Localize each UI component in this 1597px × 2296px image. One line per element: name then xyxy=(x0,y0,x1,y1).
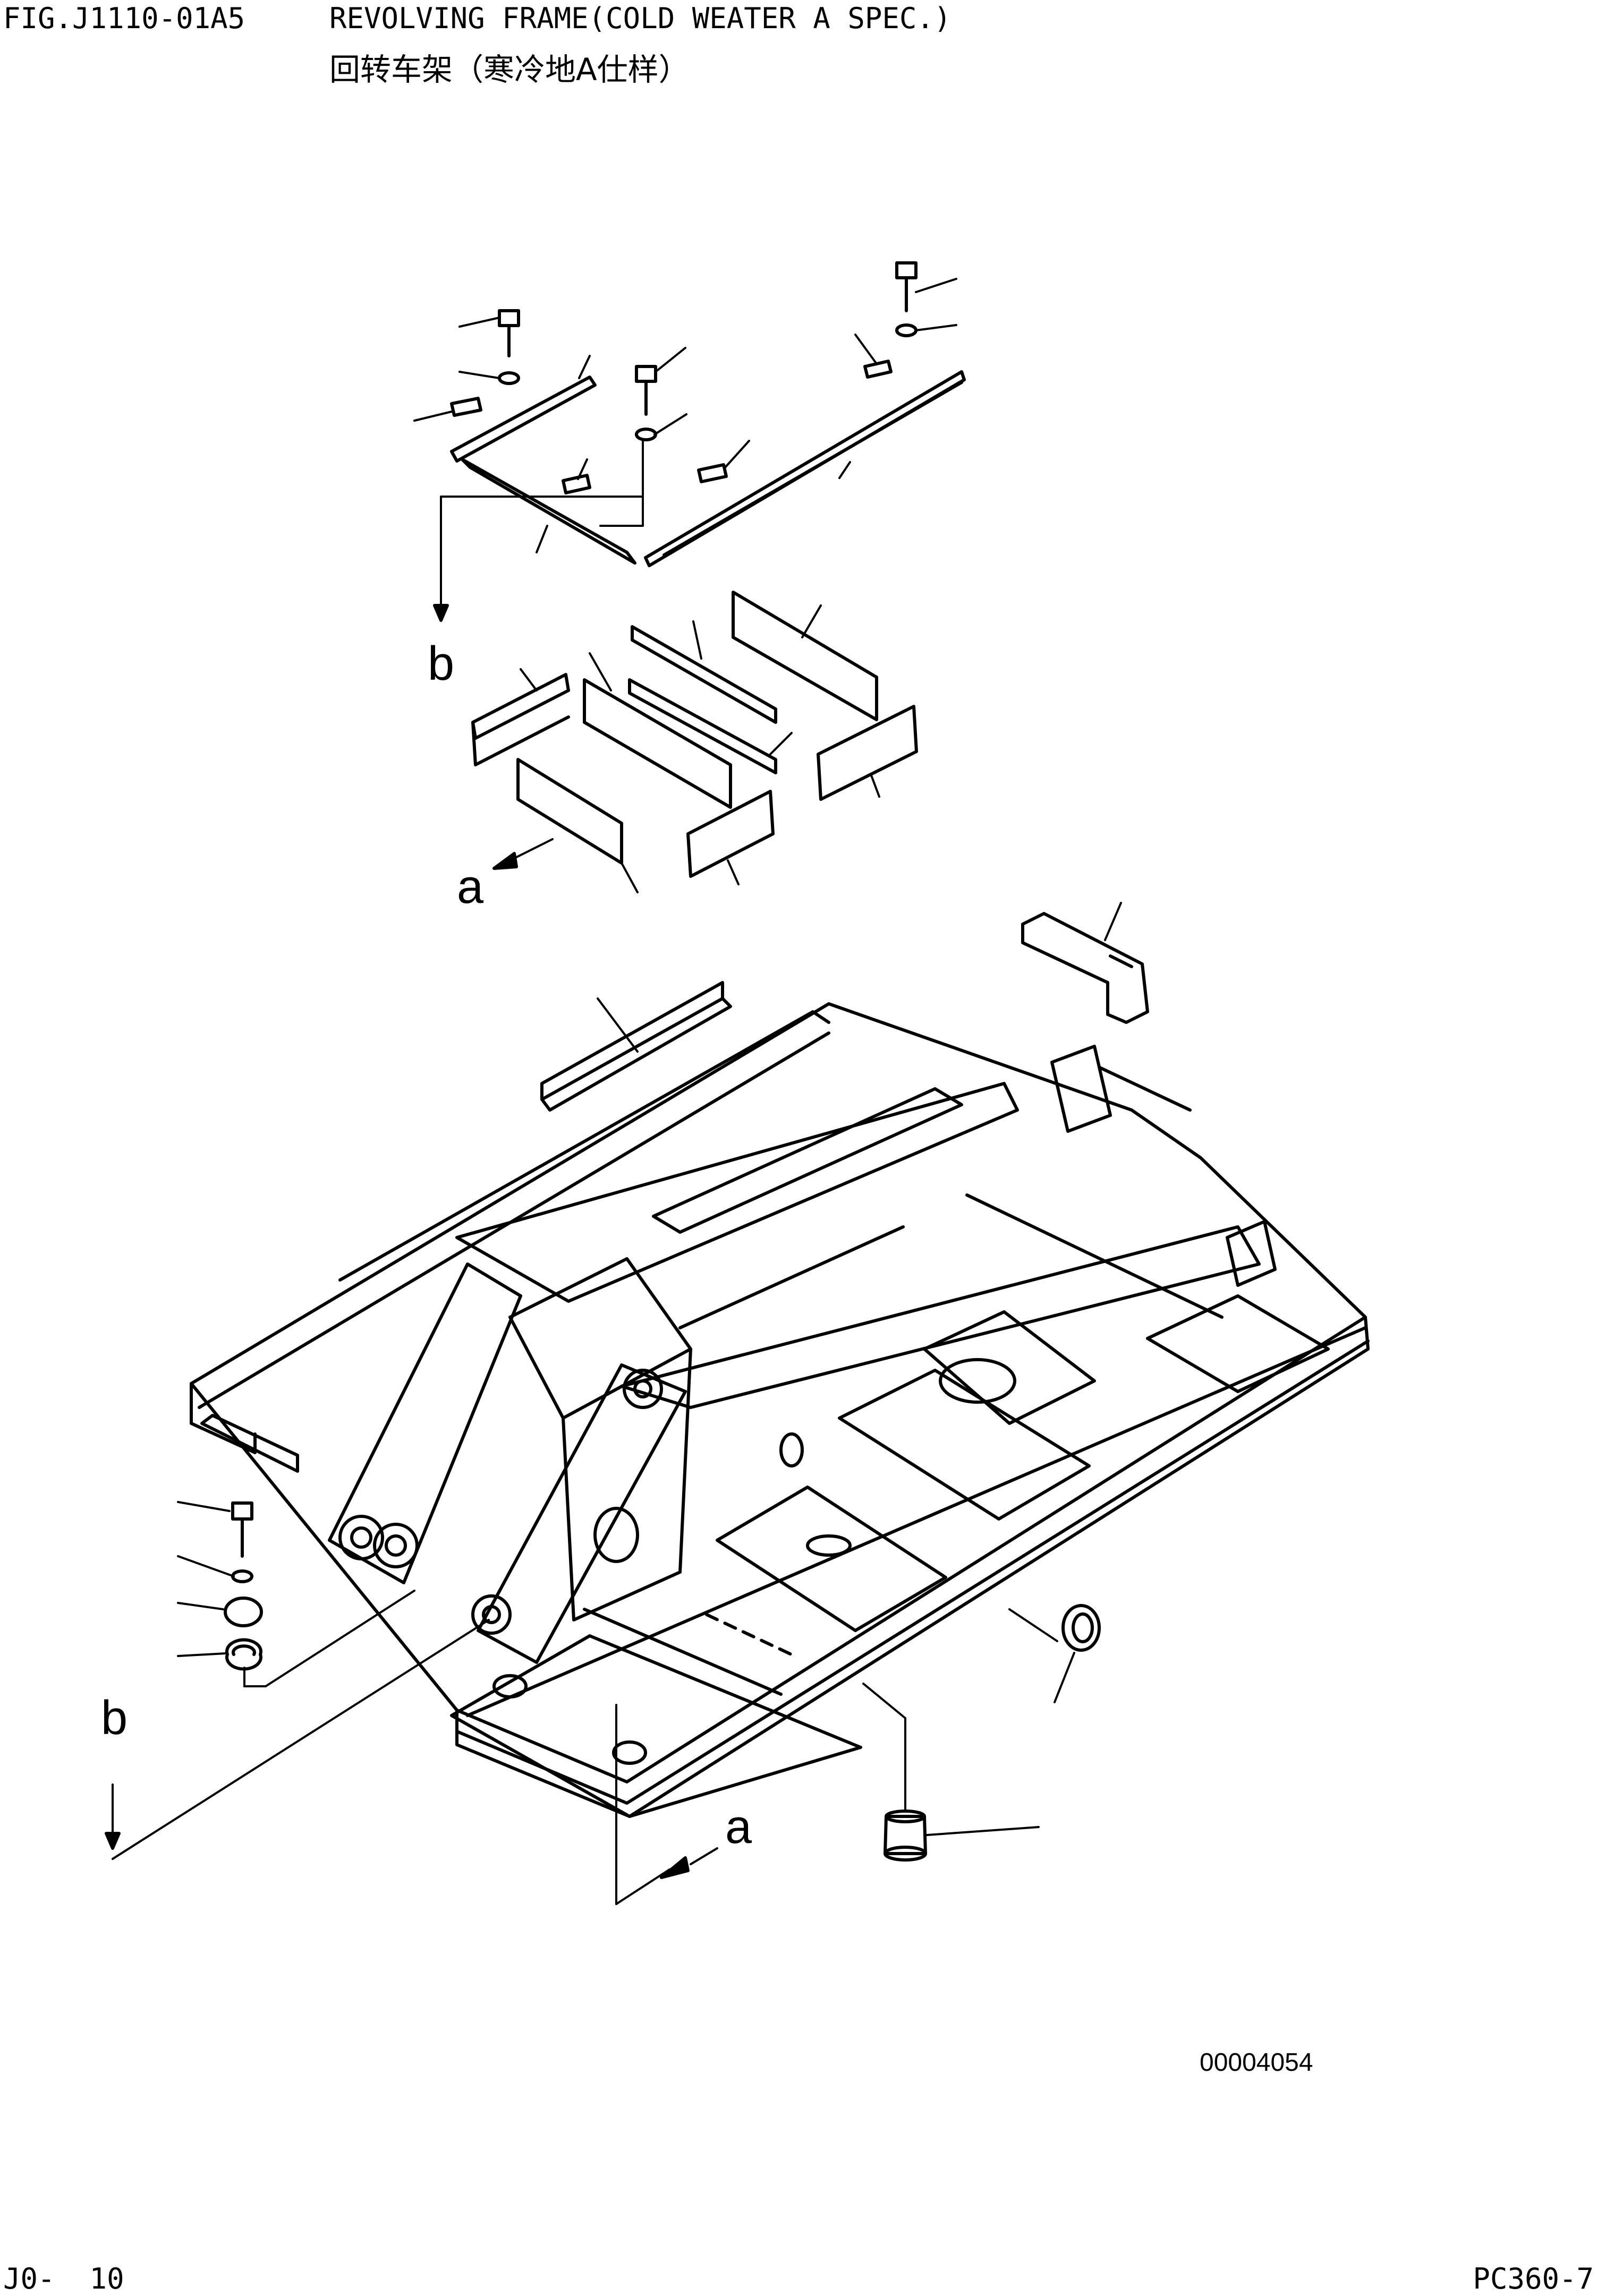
insulation-pad xyxy=(817,705,918,801)
page-code: J0- 10 xyxy=(3,2262,124,2295)
insulation-pad-set: a xyxy=(457,591,918,914)
figure-title-cn: 回转车架（寒冷地A仕样） xyxy=(329,52,690,88)
pad-icon xyxy=(863,360,893,379)
insulation-pad xyxy=(732,591,878,721)
bolt-icon xyxy=(231,1501,253,1558)
pad-icon xyxy=(697,463,728,483)
frame-opening xyxy=(593,1507,639,1563)
figure-code: FIG.J1110-01A5 xyxy=(3,2,245,35)
plate-icon xyxy=(224,1597,263,1627)
frame-beam xyxy=(455,1082,1019,1303)
arrow-down-icon xyxy=(433,604,449,622)
ref-label-a-bottom: a xyxy=(725,1800,752,1854)
ref-label-b-bottom: b xyxy=(101,1692,128,1745)
arrow-left-icon xyxy=(492,852,518,870)
seal-strip xyxy=(540,981,732,1112)
cover-plate-left xyxy=(450,375,597,463)
washer-icon xyxy=(231,1569,253,1583)
leader-arrow-a xyxy=(509,838,554,861)
leader-line xyxy=(597,997,639,1053)
insulation-pad xyxy=(631,625,777,724)
ref-label-b-top: b xyxy=(428,637,454,690)
leader-lines-left xyxy=(177,1501,415,1687)
cover-plate-edge xyxy=(662,381,963,557)
bolt-icon xyxy=(498,309,520,385)
arrow-down-icon xyxy=(105,1832,121,1850)
pad-icon xyxy=(450,397,482,417)
stopper-block xyxy=(1021,902,1149,1024)
revolving-frame xyxy=(190,1002,1370,1818)
cover-plate-assembly: b xyxy=(413,261,966,690)
figure-title-en: REVOLVING FRAME(COLD WEATER A SPEC.) xyxy=(329,2,952,35)
insulation-pad xyxy=(628,678,777,774)
insulation-pad xyxy=(583,678,732,809)
pad-icon xyxy=(562,474,591,494)
frame-opening xyxy=(779,1432,804,1467)
arrow-left-icon xyxy=(660,1856,690,1879)
frame-opening xyxy=(939,1358,1016,1404)
lower-parts: a xyxy=(615,1604,1101,1905)
leader-lines-pads xyxy=(520,604,880,893)
leader-lines-top xyxy=(413,278,957,607)
boom-bracket xyxy=(328,1262,522,1584)
insulation-pad xyxy=(471,673,570,766)
ref-label-a-top: a xyxy=(457,860,484,914)
frame-base-plate xyxy=(190,1002,1370,1818)
boom-pin-hardware: b xyxy=(101,1501,490,1860)
model-code: PC360-7 xyxy=(1473,2262,1594,2295)
bolt-icon xyxy=(635,365,657,441)
cover-plate-right xyxy=(644,370,966,567)
bolt-icon xyxy=(895,261,918,337)
leader-line xyxy=(1104,902,1122,941)
cover-plate-center xyxy=(461,458,636,565)
boom-bracket xyxy=(477,1363,687,1664)
drawing-number: 00004054 xyxy=(1200,2049,1313,2077)
frame-beam xyxy=(620,1225,1261,1409)
seal-ring-icon xyxy=(1061,1604,1101,1652)
seal-ring-icon xyxy=(225,1638,262,1671)
insulation-pad xyxy=(686,790,775,878)
